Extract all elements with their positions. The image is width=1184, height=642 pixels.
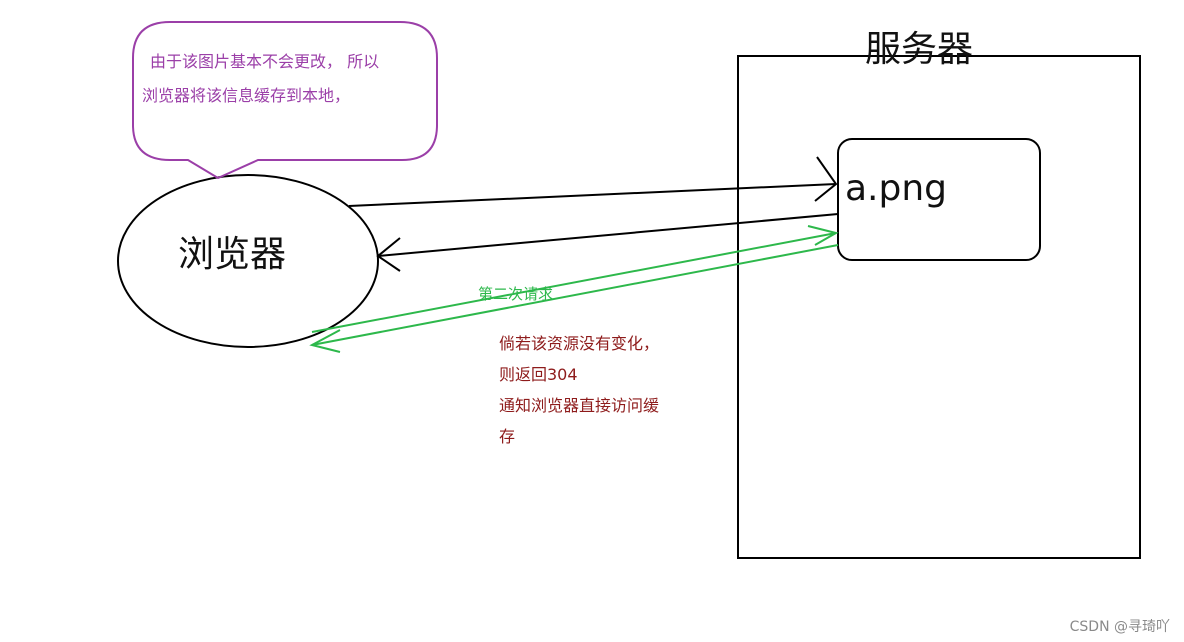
server-box: [737, 55, 1141, 559]
note-line: 存: [499, 427, 516, 446]
server-title: 服务器: [865, 29, 974, 70]
bubble-text-line: 由于该图片基本不会更改， 所以: [150, 52, 380, 71]
note-line: 则返回304: [499, 365, 578, 384]
note-line: 通知浏览器直接访问缓: [499, 396, 660, 415]
response-arrow: [376, 213, 839, 272]
bubble-text-line: 浏览器将该信息缓存到本地，: [142, 86, 351, 105]
note-line: 倘若该资源没有变化，: [499, 334, 660, 353]
speech-bubble: [132, 21, 438, 180]
not-modified-arrow: [309, 244, 839, 353]
browser-ellipse: [117, 174, 379, 348]
resource-label: a.png: [845, 168, 948, 209]
second-request-arrow: [311, 225, 839, 333]
second-request-label: 第二次请求: [478, 285, 554, 303]
request-arrow: [348, 156, 838, 207]
browser-label: 浏览器: [178, 234, 287, 275]
resource-box: [837, 138, 1041, 261]
watermark: CSDN @寻琦吖: [1069, 619, 1170, 635]
